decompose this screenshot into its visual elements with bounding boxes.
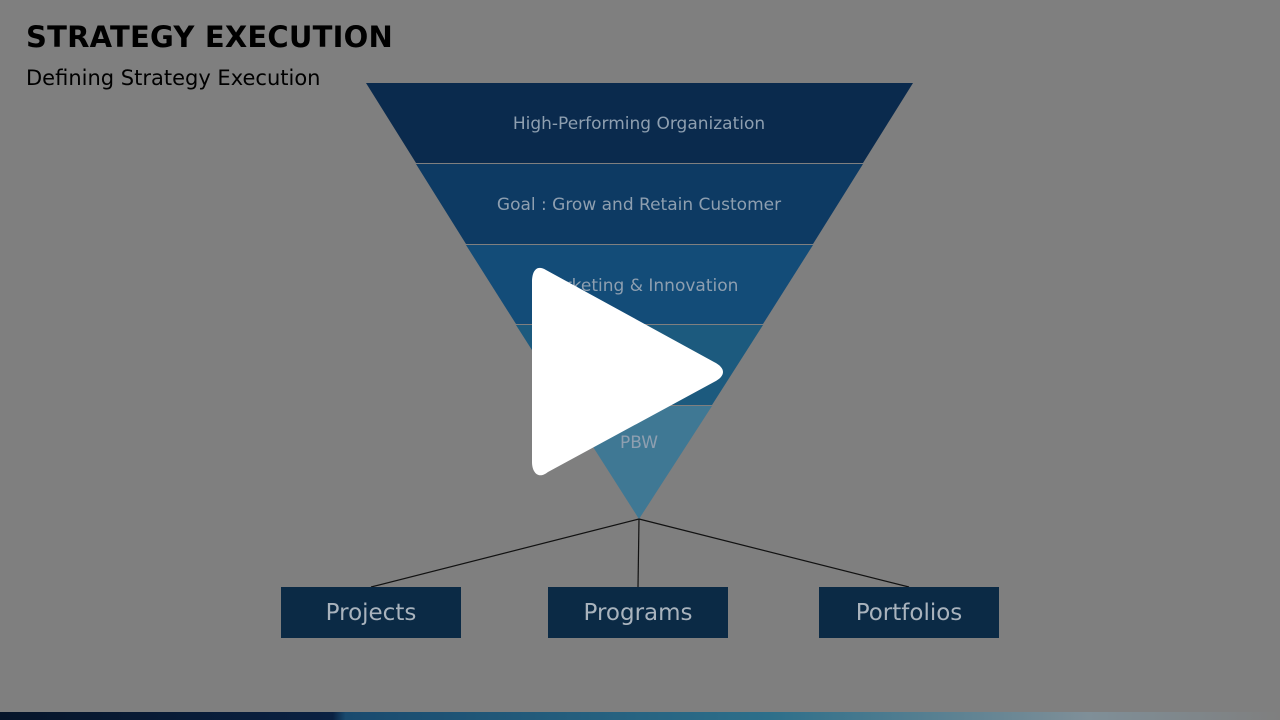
funnel-layer-3-label: Marketing & Innovation: [540, 276, 739, 296]
funnel-layer-5-label: PBW: [620, 433, 658, 453]
funnel-layer-2-label: Goal : Grow and Retain Customer: [497, 195, 781, 215]
connector-line-center: [637, 518, 640, 588]
programs-box: Programs: [548, 587, 728, 638]
portfolios-box: Portfolios: [819, 587, 999, 638]
play-icon: [532, 267, 723, 476]
slide-title: STRATEGY EXECUTION: [26, 20, 393, 54]
connector-line-left: [370, 518, 640, 588]
funnel-layer-1-label: High-Performing Organization: [513, 114, 765, 134]
connector-line-right: [638, 518, 910, 588]
funnel-layer-1: [366, 83, 913, 163]
funnel-layer-2: [416, 164, 863, 244]
bottom-accent-bar: [0, 712, 1280, 720]
play-button[interactable]: [530, 266, 730, 478]
projects-box: Projects: [281, 587, 461, 638]
slide-subtitle: Defining Strategy Execution: [26, 66, 321, 90]
